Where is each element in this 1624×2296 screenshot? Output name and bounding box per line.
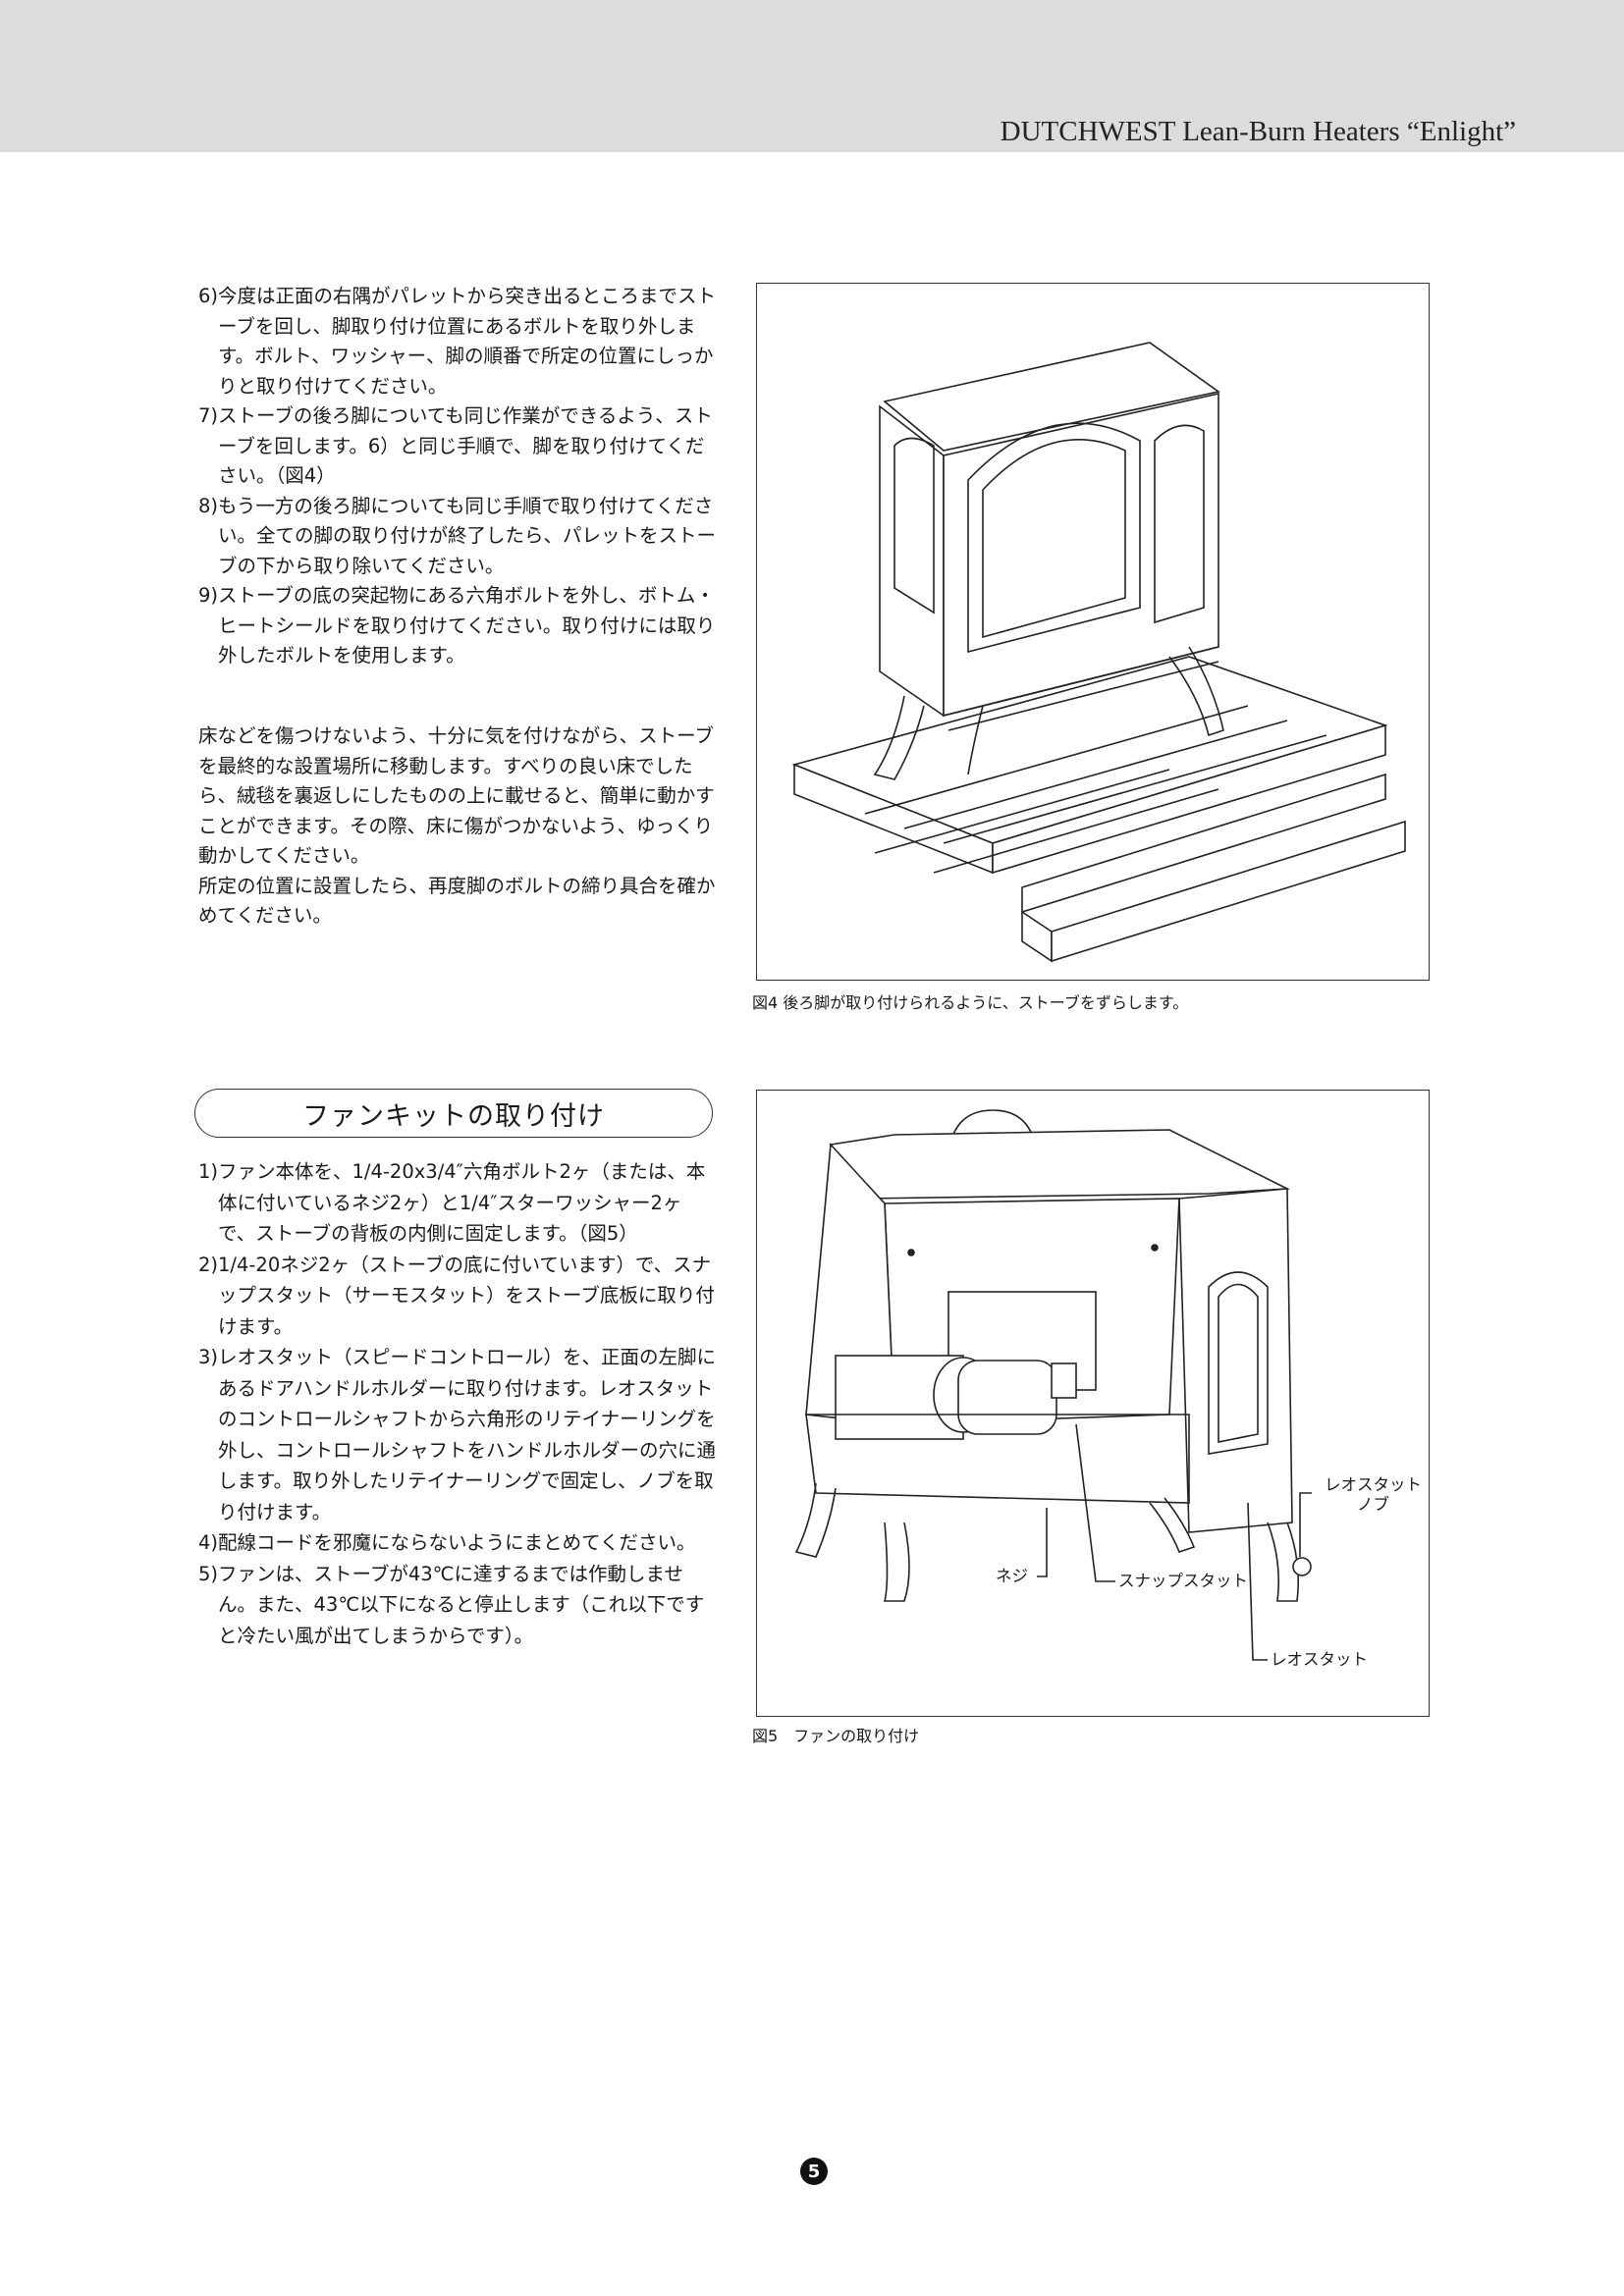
step-number: 2) [198, 1253, 219, 1276]
page-number: 5 [800, 2158, 828, 2185]
step-item: 6) 今度は正面の右隅がパレットから突き出るところまでストーブを回し、脚取り付け… [198, 282, 717, 401]
paragraph-text: 所定の位置に設置したら、再度脚のボルトの締り具合を確かめてください。 [198, 874, 716, 928]
header-band [0, 0, 1624, 152]
step-number: 9) [198, 584, 219, 607]
step-text: ファンは、ストーブが43℃に達するまでは作動しません。また、43℃以下になると停… [218, 1562, 705, 1647]
paragraph-text: 床などを傷つけないよう、十分に気を付けながら、ストーブを最終的な設置場所に移動し… [198, 724, 715, 867]
step-text: もう一方の後ろ脚についても同じ手順で取り付けてください。全ての脚の取り付けが終了… [218, 494, 717, 577]
step-text: 配線コードを邪魔にならないようにまとめてください。 [218, 1531, 696, 1554]
step-text: 今度は正面の右隅がパレットから突き出るところまでストーブを回し、脚取り付け位置に… [218, 285, 717, 398]
figure-4-caption: 図4 後ろ脚が取り付けられるように、ストーブをずらします。 [752, 993, 1189, 1012]
moving-paragraph: 床などを傷つけないよう、十分に気を付けながら、ストーブを最終的な設置場所に移動し… [198, 721, 717, 932]
header-title: DUTCHWEST Lean-Burn Heaters “Enlight” [1000, 116, 1516, 147]
steps-part1: 6) 今度は正面の右隅がパレットから突き出るところまでストーブを回し、脚取り付け… [198, 282, 717, 671]
step-item: 7) ストーブの後ろ脚についても同じ作業ができるよう、ストーブを回します。6）と… [198, 401, 717, 492]
callout-line: レオスタット [1325, 1475, 1422, 1494]
callout-screw-label: ネジ [996, 1567, 1028, 1585]
step-item: 2) 1/4-20ネジ2ヶ（ストーブの底に付いています）で、スナップスタット（サ… [198, 1250, 717, 1343]
figure-4-frame [756, 283, 1430, 981]
callout-line: ノブ [1357, 1495, 1389, 1514]
section-heading-fan-kit: ファンキットの取り付け [194, 1089, 713, 1138]
step-text: ファン本体を、1/4-20x3/4″六角ボルト2ヶ（または、本体に付いているネジ… [218, 1160, 706, 1245]
step-number: 5) [198, 1562, 219, 1585]
fan-installation-illustration [794, 1109, 1312, 1661]
step-item: 5) ファンは、ストーブが43℃に達するまでは作動しません。また、43℃以下にな… [198, 1559, 717, 1652]
figure-5-caption: 図5 ファンの取り付け [752, 1727, 920, 1745]
callout-rheostat-knob-label: レオスタット ノブ [1325, 1475, 1422, 1515]
step-item: 8) もう一方の後ろ脚についても同じ手順で取り付けてください。全ての脚の取り付け… [198, 492, 717, 582]
callout-rheostat-label: レオスタット [1271, 1650, 1368, 1669]
step-item: 3) レオスタット（スピードコントロール）を、正面の左脚にあるドアハンドルホルダ… [198, 1342, 717, 1527]
step-item: 4) 配線コードを邪魔にならないようにまとめてください。 [198, 1527, 717, 1559]
callout-snapstat-label: スナップスタット [1118, 1572, 1248, 1590]
step-item: 1) ファン本体を、1/4-20x3/4″六角ボルト2ヶ（または、本体に付いてい… [198, 1156, 717, 1250]
step-number: 7) [198, 404, 219, 427]
step-number: 4) [198, 1531, 219, 1554]
step-item: 9) ストーブの底の突起物にある六角ボルトを外し、ボトム・ヒートシールドを取り付… [198, 581, 717, 671]
step-text: 1/4-20ネジ2ヶ（ストーブの底に付いています）で、スナップスタット（サーモス… [218, 1253, 715, 1338]
step-number: 6) [198, 285, 219, 307]
step-number: 8) [198, 494, 219, 517]
step-number: 3) [198, 1346, 219, 1368]
step-text: ストーブの底の突起物にある六角ボルトを外し、ボトム・ヒートシールドを取り付けてく… [218, 584, 716, 667]
figure-5-frame: レオスタット ノブ ネジ スナップスタット レオスタット [756, 1090, 1430, 1717]
step-number: 1) [198, 1160, 219, 1183]
step-text: レオスタット（スピードコントロール）を、正面の左脚にあるドアハンドルホルダーに取… [218, 1346, 717, 1523]
stove-on-pallet-illustration [791, 342, 1406, 963]
step-text: ストーブの後ろ脚についても同じ作業ができるよう、ストーブを回します。6）と同じ手… [218, 404, 713, 487]
steps-part2: 1) ファン本体を、1/4-20x3/4″六角ボルト2ヶ（または、本体に付いてい… [198, 1156, 717, 1651]
